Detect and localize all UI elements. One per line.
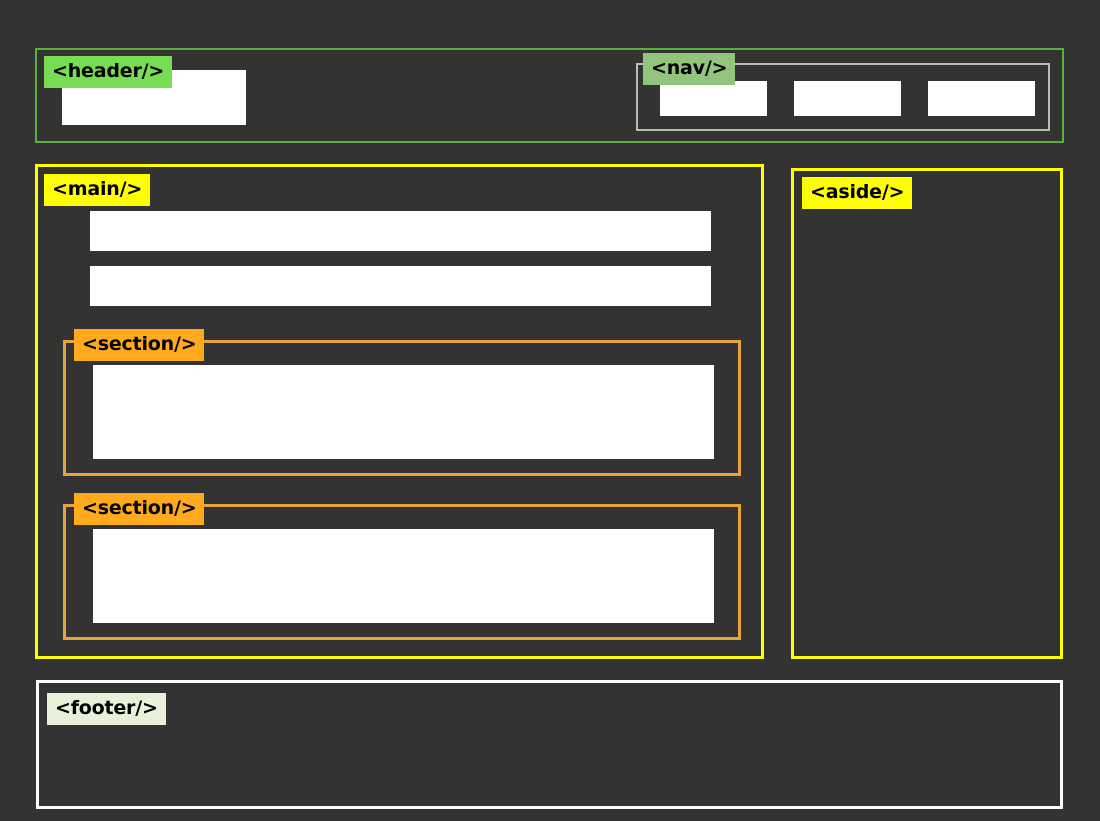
main-content-block-1[interactable] [90, 211, 711, 251]
section-tag-label-2: <section/> [74, 493, 205, 525]
section-region-1[interactable]: <section/> [63, 329, 741, 476]
main-content-block-2[interactable] [90, 266, 711, 306]
footer-tag-label: <footer/> [47, 693, 166, 725]
section-region-2[interactable]: <section/> [63, 493, 741, 640]
nav-link-2[interactable] [794, 81, 901, 116]
main-tag-label: <main/> [44, 174, 151, 206]
header-tag-label: <header/> [44, 56, 173, 88]
nav-tag-label: <nav/> [643, 53, 736, 85]
nav-link-3[interactable] [928, 81, 1035, 116]
aside-tag-label: <aside/> [802, 177, 913, 209]
nav-region[interactable]: <nav/> [636, 53, 1050, 131]
header-region[interactable]: <header/> <nav/> [35, 48, 1064, 143]
section-content-block-2[interactable] [93, 529, 714, 623]
section-content-block-1[interactable] [93, 365, 714, 459]
aside-region[interactable]: <aside/> [791, 168, 1063, 659]
main-region[interactable]: <main/> <section/> <section/> [35, 164, 764, 659]
footer-region[interactable]: <footer/> [36, 680, 1063, 809]
nav-link-1[interactable] [660, 81, 767, 116]
section-tag-label-1: <section/> [74, 329, 205, 361]
